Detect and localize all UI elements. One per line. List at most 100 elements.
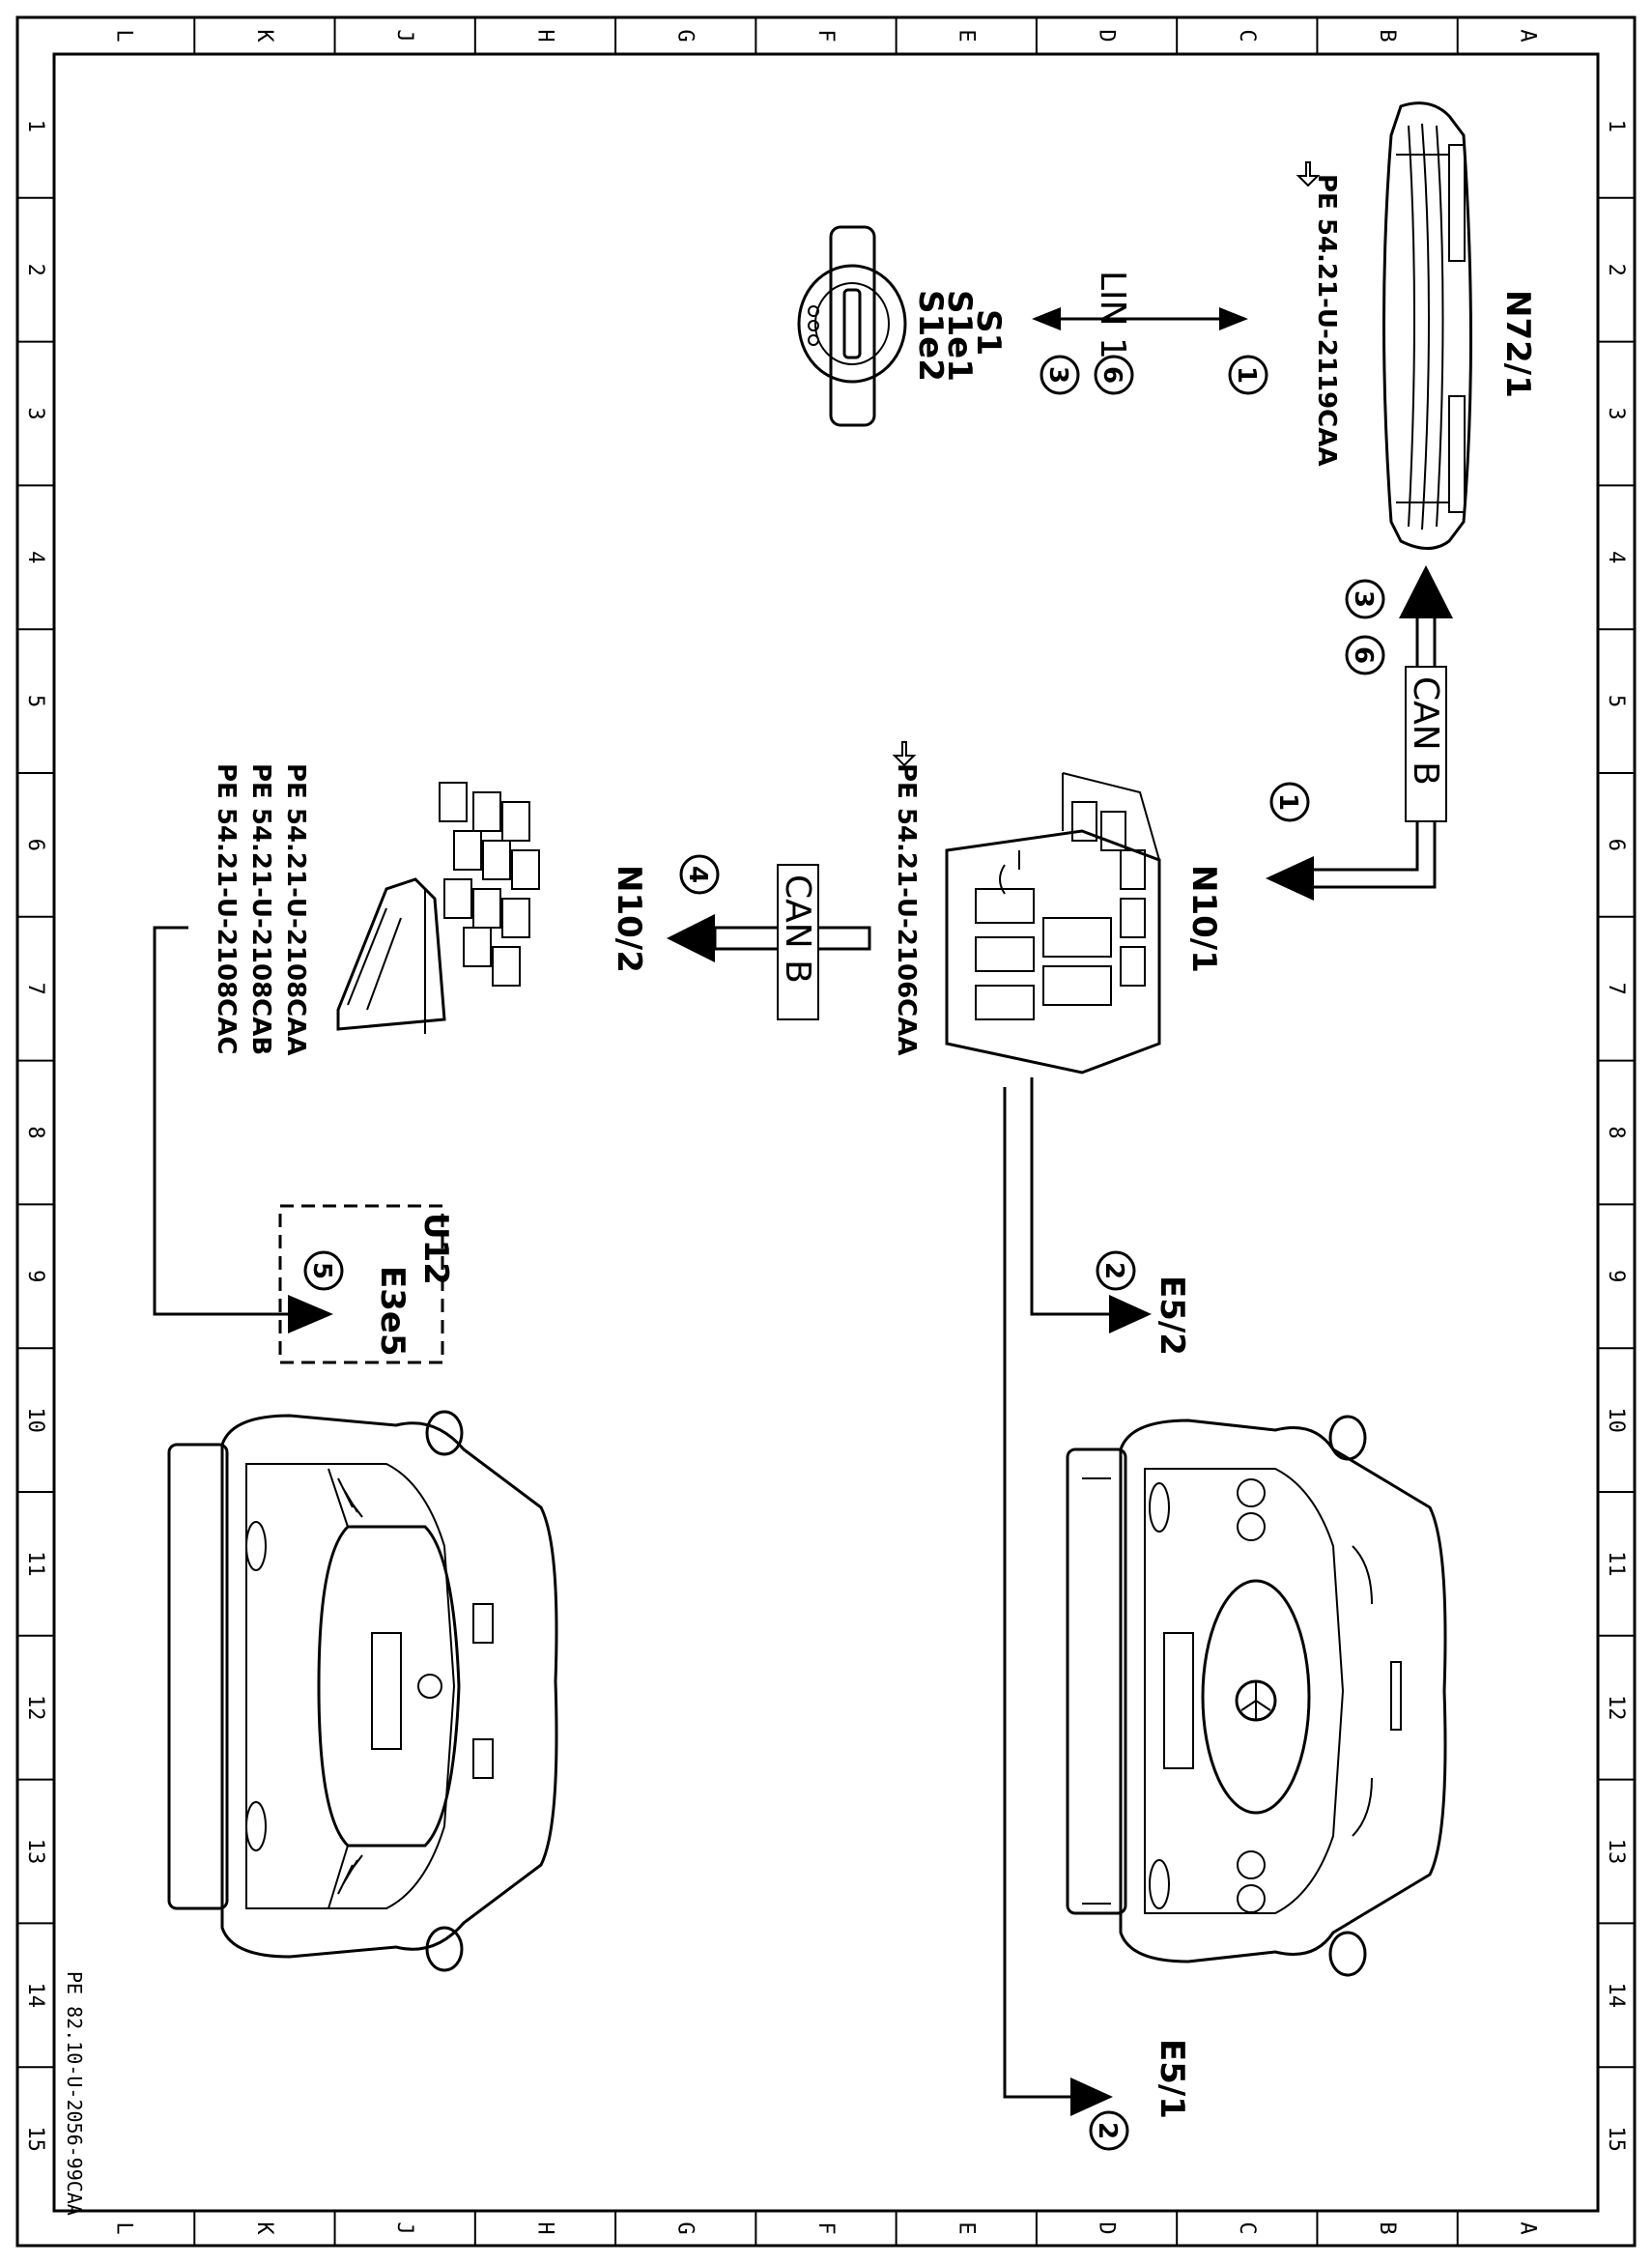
- ruler-number-right-13: 13: [1604, 1839, 1628, 1865]
- n10-1-label: N10/1: [1184, 865, 1223, 973]
- canb-lower-connection: [667, 864, 871, 1020]
- ruler-letter-bottom-G: G: [673, 2221, 698, 2234]
- s1e2-label: S1e2: [911, 290, 950, 382]
- ruler-number-right-12: 12: [1604, 1695, 1628, 1721]
- pointer-hand-icon: [1296, 161, 1321, 187]
- ruler-letter-top-K: K: [252, 29, 276, 43]
- ruler-letter-bottom-L: L: [112, 2221, 136, 2234]
- ruler-number-left-4: 4: [23, 551, 47, 563]
- ruler-number-right-7: 7: [1604, 983, 1628, 995]
- ruler-number-right-2: 2: [1604, 264, 1628, 276]
- inner-frame: [52, 52, 1600, 2213]
- marker-e5-2: 2: [1096, 1250, 1136, 1291]
- ruler-number-left-3: 3: [23, 407, 47, 419]
- marker-can-n10-2: 4: [679, 854, 720, 895]
- s1e1-label: S1e1: [940, 290, 979, 382]
- ruler-letter-top-H: H: [532, 29, 556, 42]
- ruler-number-right-5: 5: [1604, 695, 1628, 707]
- ruler-number-right-14: 14: [1604, 1983, 1628, 2009]
- n72-1-reference: PE 54.21-U-2119CAA: [1312, 174, 1341, 467]
- marker-can-n10-1: 1: [1269, 782, 1310, 822]
- n10-1-to-e5-lines: [1003, 1077, 1152, 2116]
- svg-text:5: 5: [307, 1262, 336, 1279]
- outer-frame: [15, 15, 1637, 2248]
- ruler-letter-top-D: D: [1095, 29, 1119, 42]
- ruler-letter-top-F: F: [813, 29, 838, 42]
- marker-u12: 5: [303, 1250, 344, 1291]
- ruler-number-right-15: 15: [1604, 2126, 1628, 2152]
- ruler-letter-top-L: L: [112, 29, 136, 42]
- ruler-number-right-10: 10: [1604, 1407, 1628, 1433]
- n10-2-module-icon: [336, 782, 540, 1034]
- ruler-number-left-13: 13: [23, 1839, 47, 1865]
- ruler-letter-bottom-H: H: [532, 2221, 556, 2234]
- ruler-letter-top-J: J: [392, 29, 416, 42]
- svg-text:2: 2: [1093, 2122, 1122, 2139]
- n10-1-module-icon: [945, 772, 1161, 1075]
- marker-lin-from: 1: [1228, 355, 1268, 395]
- n10-2-label: N10/2: [610, 865, 648, 973]
- canb-upper-connection: [1266, 565, 1453, 901]
- ruler-number-left-11: 11: [23, 1551, 47, 1577]
- svg-text:3: 3: [1043, 366, 1072, 384]
- ruler-letter-top-C: C: [1235, 29, 1259, 42]
- n10-2-reference-2: PE 54.21-U-2108CAB: [246, 763, 275, 1055]
- ruler-number-left-12: 12: [23, 1695, 47, 1721]
- ruler-letter-bottom-J: J: [392, 2221, 416, 2234]
- car-front-view-icon: [1066, 1415, 1447, 1977]
- ruler-number-right-1: 1: [1604, 120, 1628, 132]
- ruler-number-left-7: 7: [23, 983, 47, 995]
- n72-1-control-panel-icon: [1382, 101, 1472, 550]
- s1-light-switch-icon: [797, 225, 907, 427]
- ruler-number-right-11: 11: [1604, 1551, 1628, 1577]
- e5-2-label: E5/2: [1153, 1275, 1191, 1356]
- ruler-number-left-8: 8: [23, 1126, 47, 1138]
- ruler-letter-bottom-E: E: [954, 2221, 978, 2234]
- ruler-letter-bottom-C: C: [1235, 2221, 1259, 2234]
- u12-label: U12: [416, 1213, 455, 1285]
- ruler-number-right-9: 9: [1604, 1270, 1628, 1282]
- ruler-number-left-10: 10: [23, 1407, 47, 1433]
- ruler-letter-top-B: B: [1375, 29, 1399, 42]
- ruler-number-left-2: 2: [23, 264, 47, 276]
- svg-text:6: 6: [1349, 646, 1378, 664]
- ruler-letter-bottom-F: F: [813, 2221, 838, 2234]
- pointer-hand-icon-2: [892, 741, 917, 767]
- svg-text:1: 1: [1273, 793, 1302, 811]
- ruler-number-right-4: 4: [1604, 551, 1628, 563]
- marker-lin-to-a: 6: [1094, 355, 1134, 395]
- n10-2-reference-1: PE 54.21-U-2108CAA: [281, 763, 310, 1056]
- car-rear-view-icon: [167, 1410, 558, 1972]
- u12-box: [278, 1204, 444, 1364]
- ruler-letter-top-G: G: [673, 29, 698, 42]
- n10-2-to-u12-line: [153, 926, 333, 1333]
- s1-label: S1: [969, 309, 1008, 356]
- ruler-letter-bottom-K: K: [252, 2221, 276, 2235]
- ruler-number-left-9: 9: [23, 1270, 47, 1282]
- svg-text:3: 3: [1349, 590, 1378, 608]
- canb-upper-label: CAN B: [1406, 676, 1445, 786]
- svg-text:1: 1: [1232, 366, 1261, 384]
- svg-text:4: 4: [683, 866, 712, 883]
- lin1-label: LIN 1: [1093, 271, 1132, 359]
- lin1-connection: [1032, 307, 1248, 330]
- ruler-number-left-6: 6: [23, 839, 47, 851]
- ruler-number-right-3: 3: [1604, 407, 1628, 419]
- e3e5-label: E3e5: [373, 1266, 412, 1357]
- svg-text:6: 6: [1097, 366, 1126, 384]
- canb-lower-label: CAN B: [778, 874, 817, 984]
- marker-can-up-a: 3: [1345, 579, 1385, 619]
- marker-can-up-b: 6: [1345, 635, 1385, 675]
- svg-text:2: 2: [1099, 1262, 1128, 1279]
- ruler-letter-bottom-B: B: [1375, 2221, 1399, 2234]
- ruler-letter-top-E: E: [954, 29, 978, 42]
- ruler-letter-bottom-A: A: [1515, 2221, 1539, 2234]
- n10-2-reference-3: PE 54.21-U-2108CAC: [212, 763, 241, 1054]
- ruler-number-left-15: 15: [23, 2126, 47, 2152]
- ruler-number-left-1: 1: [23, 120, 47, 132]
